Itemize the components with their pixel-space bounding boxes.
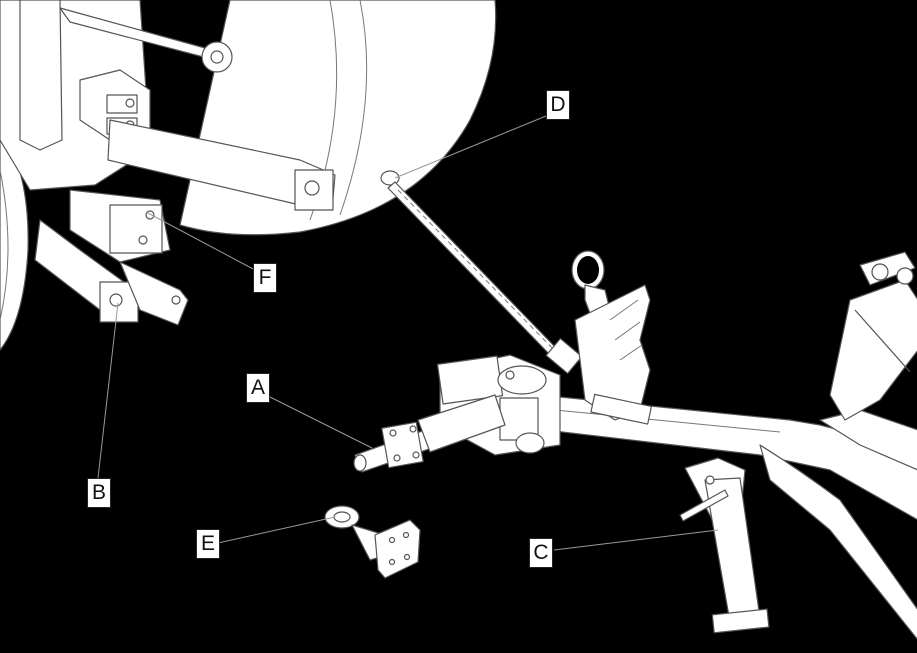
callout-label-f: F	[253, 263, 277, 293]
jack-stand	[679, 457, 770, 634]
leader-a	[269, 396, 373, 449]
top-link-arm	[59, 7, 233, 73]
safety-chain	[380, 170, 583, 375]
lower-link-arms	[34, 219, 189, 326]
callout-label-d: D	[546, 90, 570, 120]
hitch-tube-frame	[539, 394, 917, 640]
drawbar-upright-frame	[829, 251, 917, 421]
drawbar-bracket	[69, 189, 171, 263]
leader-f	[145, 211, 256, 271]
leader-c	[553, 529, 719, 551]
callout-label-a: A	[246, 373, 270, 403]
leader-lines	[97, 115, 719, 551]
towing-eye	[324, 505, 421, 579]
hitch-pivot-block	[436, 354, 561, 456]
leader-d	[394, 115, 547, 179]
tractor-rear-tyre	[179, 0, 497, 236]
drawbar-pin	[353, 394, 506, 473]
callout-label-c: C	[529, 538, 553, 568]
callout-label-b: B	[87, 478, 111, 508]
leader-e	[217, 516, 336, 544]
callout-label-e: E	[196, 529, 220, 559]
leader-b	[97, 302, 119, 479]
hitch-hook-plate	[571, 250, 653, 425]
lift-arm-right	[107, 119, 336, 211]
